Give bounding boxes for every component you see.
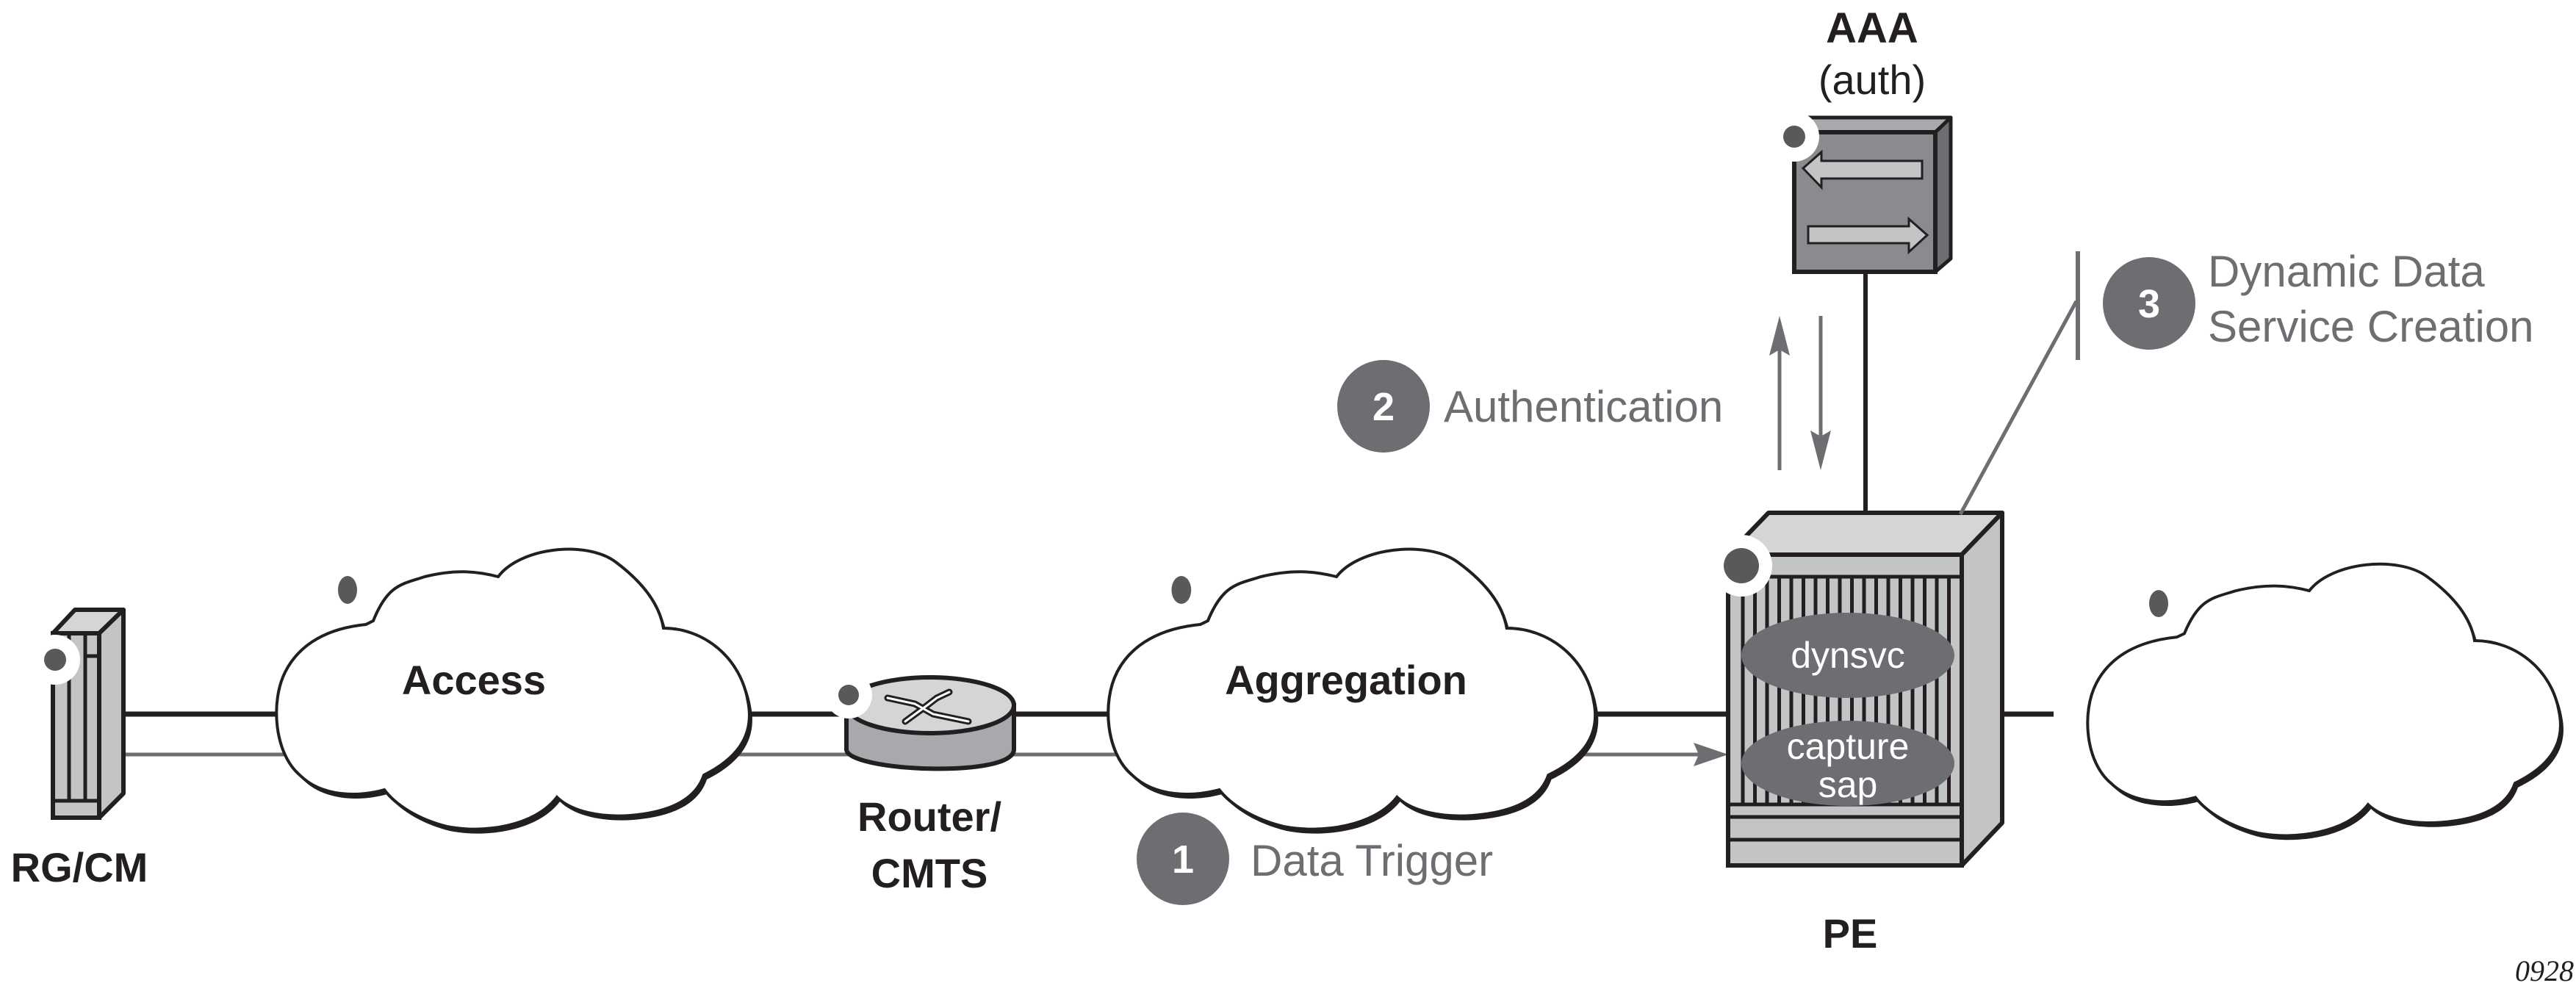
step-1-badge bbox=[1137, 813, 1229, 905]
capture-sap-label-line2: sap bbox=[1818, 764, 1878, 805]
step-3-label-line2: Service Creation bbox=[2208, 302, 2534, 351]
aaa-server-device[interactable] bbox=[1769, 112, 1953, 274]
access-cloud[interactable] bbox=[275, 547, 752, 834]
aaa-subtitle: (auth) bbox=[1818, 57, 1926, 103]
pe-side-face bbox=[1960, 511, 2004, 868]
step-2-number: 2 bbox=[1372, 385, 1395, 429]
step-1-label: Data Trigger bbox=[1251, 836, 1493, 885]
capture-sap-label-line1: capture bbox=[1787, 726, 1910, 767]
figure-id: 0928 bbox=[2515, 954, 2574, 987]
dynsvc-module-label: dynsvc bbox=[1791, 635, 1905, 676]
status-dot-icon bbox=[1166, 569, 1197, 607]
data-path-arrowhead bbox=[1694, 743, 1728, 766]
aaa-title: AAA bbox=[1826, 4, 1918, 52]
pe-chassis-device[interactable]: dynsvc capture sap bbox=[1710, 511, 2004, 868]
arrow-right-icon bbox=[1807, 216, 1929, 255]
router-cmts-device[interactable] bbox=[825, 671, 1016, 771]
rg-side-face bbox=[97, 608, 126, 820]
status-dot-icon bbox=[1710, 535, 1772, 597]
step-1-number: 1 bbox=[1172, 838, 1194, 882]
step-3-number: 3 bbox=[2138, 282, 2160, 326]
aaa-side-face bbox=[1933, 115, 1953, 274]
pe-label: PE bbox=[1823, 910, 1878, 957]
status-dot-icon bbox=[30, 635, 80, 685]
step-3-annotation: 3 Dynamic Data Service Creation bbox=[1958, 247, 2534, 516]
step-3-badge bbox=[2103, 257, 2195, 350]
aggregation-label: Aggregation bbox=[1225, 657, 1467, 703]
aggregation-cloud[interactable] bbox=[1108, 550, 1599, 834]
pe-front-face bbox=[1726, 552, 1964, 868]
pe-top-face bbox=[1726, 511, 2004, 557]
step-2-annotation: 2 Authentication bbox=[1337, 316, 1831, 470]
status-dot-icon bbox=[333, 569, 362, 607]
step-3-label-line1: Dynamic Data bbox=[2208, 247, 2485, 296]
step-3-leader-line bbox=[1958, 300, 2079, 516]
router-label-line1: Router/ bbox=[857, 793, 1001, 840]
dynsvc-module[interactable] bbox=[1741, 613, 1954, 698]
access-label: Access bbox=[402, 657, 546, 703]
arrow-left-icon bbox=[1801, 149, 1924, 190]
step-2-badge bbox=[1337, 360, 1430, 453]
router-label-line2: CMTS bbox=[871, 850, 988, 896]
step-1-annotation: 1 Data Trigger bbox=[1137, 813, 1493, 905]
status-dot-icon bbox=[2144, 583, 2173, 620]
status-dot-icon bbox=[1769, 112, 1819, 162]
rg-cm-device[interactable] bbox=[30, 608, 126, 820]
rg-cm-label: RG/CM bbox=[11, 844, 148, 890]
capture-sap-module[interactable] bbox=[1741, 721, 1954, 806]
status-dot-icon bbox=[825, 671, 872, 719]
aaa-front-face bbox=[1792, 130, 1938, 274]
step-2-label: Authentication bbox=[1444, 382, 1723, 431]
core-cloud[interactable] bbox=[2086, 562, 2564, 840]
